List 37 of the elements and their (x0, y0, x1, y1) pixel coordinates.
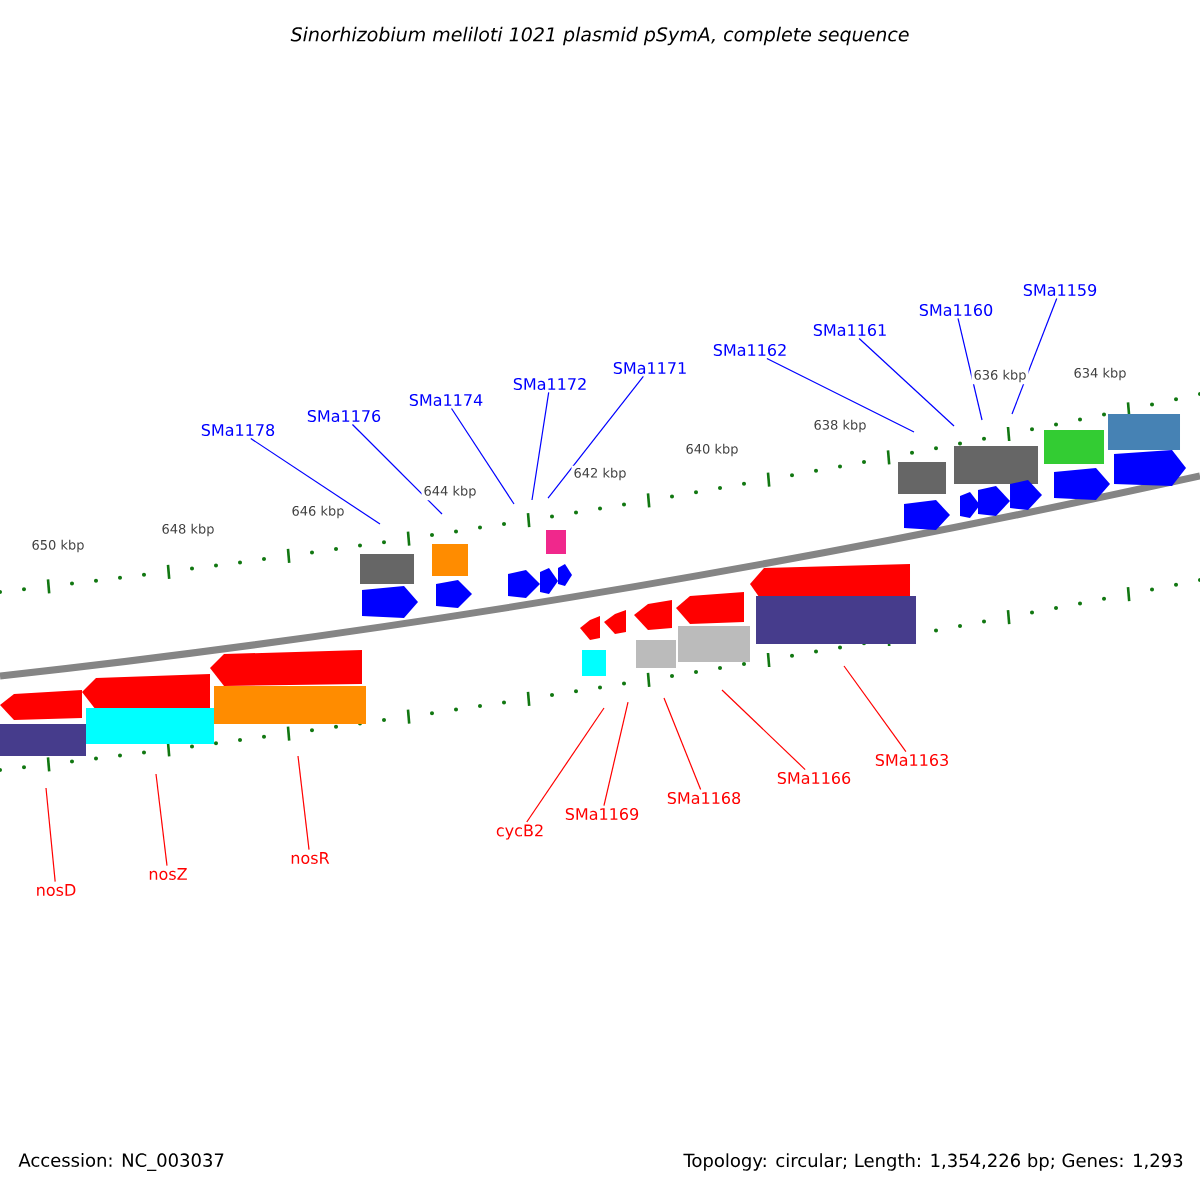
footer-text: Accession: NC_003037 (18, 1153, 224, 1171)
gene-label: SMa1174 (409, 393, 483, 407)
gene-label: SMa1172 (513, 377, 586, 391)
title: Sinorhizobium meliloti 1021 plasmid pSymA, complete sequence (290, 26, 909, 46)
gene-label: SMa1169 (565, 807, 639, 821)
gene-label: nosR (291, 852, 330, 864)
gene-label: cycB2 (496, 824, 543, 840)
gene-label: SMa1168 (667, 791, 741, 805)
leader-line (531, 391, 550, 501)
gene-label: SMa1160 (919, 303, 993, 317)
gene-label: SMa1171 (613, 361, 686, 375)
gene-label: nosZ (149, 868, 187, 880)
leader-line (155, 773, 168, 867)
gene-label: nosD (37, 884, 76, 896)
leader-line (45, 787, 56, 883)
gene-label: SMa1161 (813, 323, 886, 337)
gene-label: SMa1176 (307, 409, 381, 423)
leader-line (766, 357, 915, 433)
leader-line (526, 707, 605, 823)
leader-line (957, 317, 983, 421)
leader-line (721, 689, 806, 771)
footer-text: Topology: circular; Length: 1,354,226 bp; Genes: 1,293 (683, 1153, 1183, 1171)
gene-label: SMa1159 (1023, 283, 1097, 297)
gene-label: SMa1162 (713, 343, 786, 357)
leader-line (250, 437, 381, 525)
gene-label: SMa1163 (875, 753, 948, 767)
leader-line (1011, 297, 1058, 415)
leader-line (858, 337, 955, 427)
gene-label: SMa1166 (777, 771, 851, 785)
gene-label: SMa1178 (201, 423, 275, 437)
leader-line (297, 755, 310, 851)
leader-line (603, 701, 629, 807)
leader-line (663, 697, 702, 791)
leader-line (843, 665, 907, 753)
leader-line (547, 375, 644, 499)
leader-line (450, 407, 515, 505)
leader-line (351, 423, 443, 515)
